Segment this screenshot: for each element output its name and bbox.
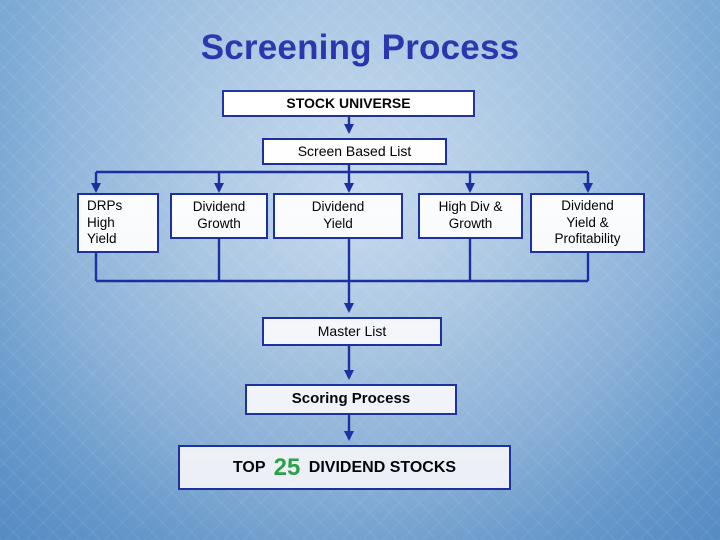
- node-stock-universe[interactable]: STOCK UNIVERSE: [222, 90, 475, 117]
- node-dividend-yield-line-2: Yield: [323, 216, 353, 231]
- node-dividend-growth-line-1: Dividend: [192, 199, 246, 215]
- node-scoring-process[interactable]: Scoring Process: [245, 384, 457, 415]
- top-stocks-number: 25: [273, 453, 301, 481]
- node-dividend-yield-profitability[interactable]: Dividend Yield & Profitability: [530, 193, 645, 253]
- node-dividend-yield-profitability-line-1: Dividend: [561, 197, 614, 213]
- node-high-div-growth-line-2: Growth: [448, 216, 493, 231]
- node-master-list[interactable]: Master List: [262, 317, 442, 346]
- node-high-div-growth-line-1: High Div &: [438, 199, 503, 215]
- node-drps-high-yield[interactable]: DRPs High Yield: [77, 193, 159, 253]
- node-drps-line-2: High: [87, 214, 115, 230]
- node-dividend-yield-line-1: Dividend: [311, 199, 365, 215]
- node-top-dividend-stocks[interactable]: TOP 25 DIVIDEND STOCKS: [178, 445, 511, 490]
- page-title: Screening Process: [200, 28, 520, 67]
- node-drps-line-1: DRPs: [87, 197, 123, 213]
- node-screen-based-list[interactable]: Screen Based List: [262, 138, 447, 165]
- top-stocks-prefix: TOP: [232, 458, 270, 476]
- node-dividend-yield-profitability-line-3: Profitability: [554, 231, 621, 247]
- node-high-div-growth[interactable]: High Div & Growth: [418, 193, 523, 239]
- node-drps-line-3: Yield: [87, 231, 117, 247]
- top-stocks-suffix: DIVIDEND STOCKS: [304, 458, 457, 476]
- node-dividend-growth[interactable]: Dividend Growth: [170, 193, 268, 239]
- node-dividend-yield[interactable]: Dividend Yield: [273, 193, 403, 239]
- node-dividend-yield-profitability-line-2: Yield &: [566, 214, 609, 230]
- node-dividend-growth-line-2: Growth: [197, 216, 241, 231]
